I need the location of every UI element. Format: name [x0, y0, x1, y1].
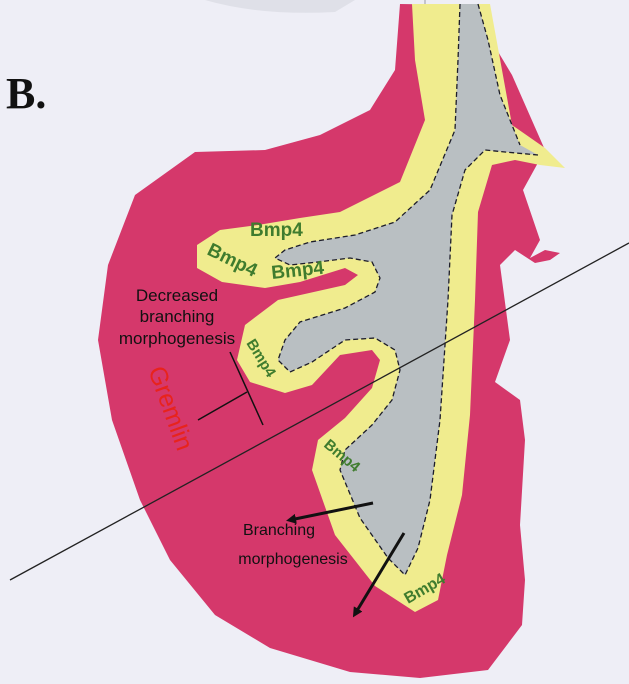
top-panel-remnant: [205, 0, 355, 13]
panel-label: B.: [6, 69, 46, 118]
decreased-label-line2: branching: [140, 307, 215, 326]
branching-label-line2: morphogenesis: [238, 551, 347, 568]
bmp4-label: Bmp4: [250, 220, 303, 241]
branching-label-line1: Branching: [243, 522, 315, 539]
decreased-label-line1: Decreased: [136, 286, 218, 305]
decreased-label-line3: morphogenesis: [119, 329, 235, 348]
